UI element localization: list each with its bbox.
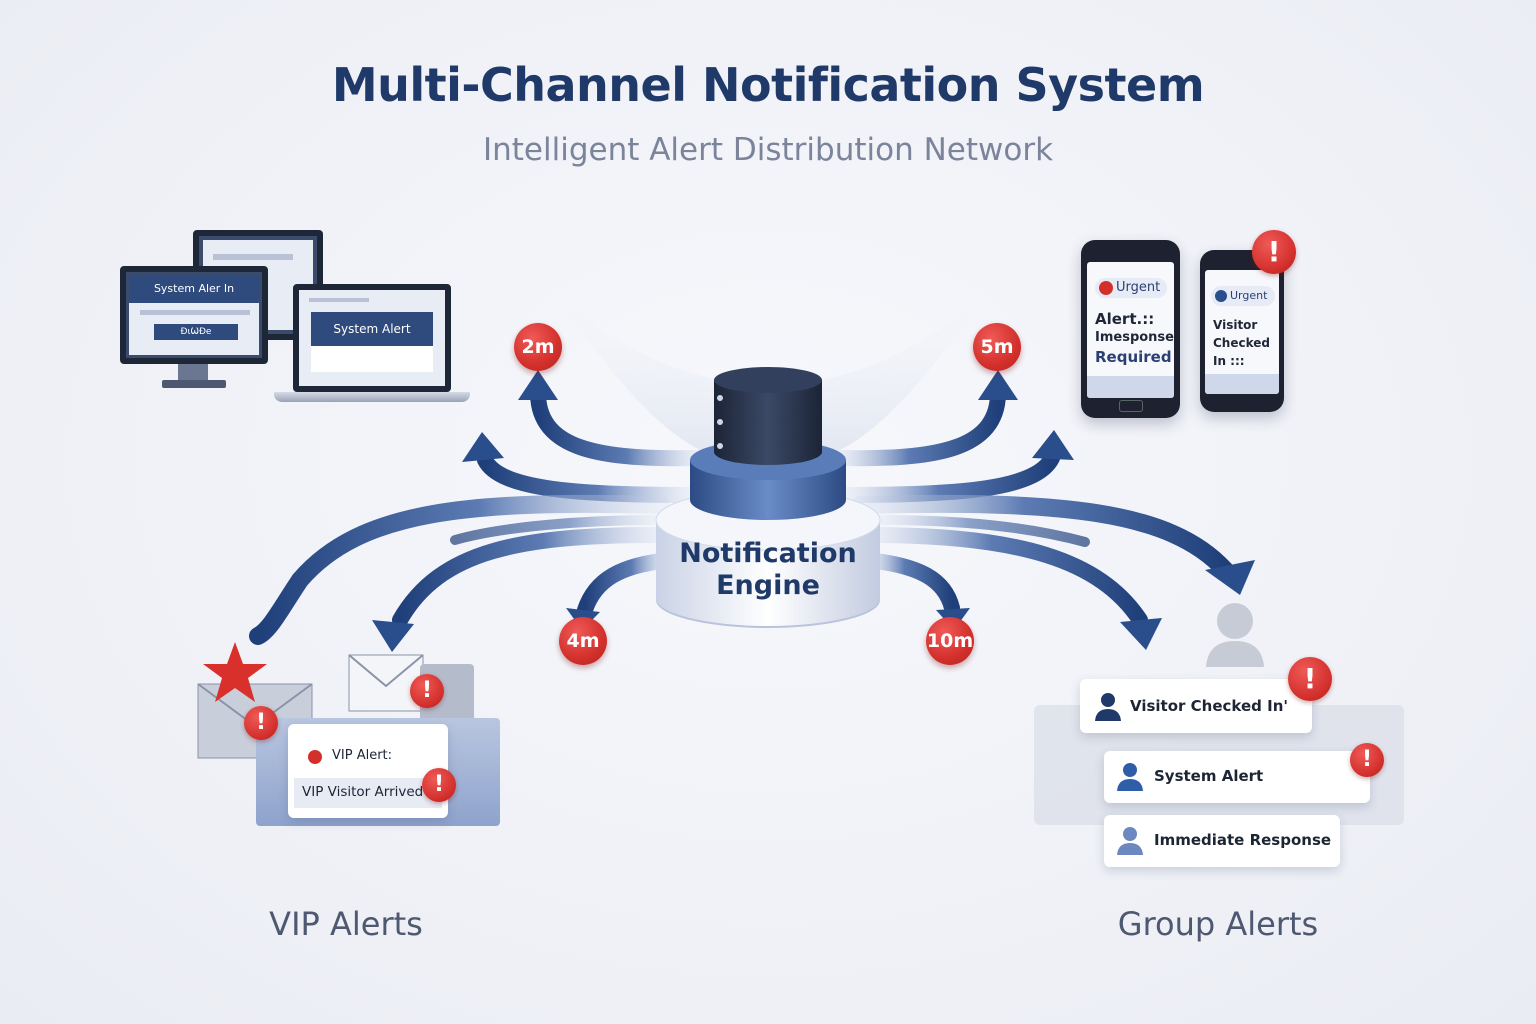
vip-mail-alert-icon: ! [410,674,444,708]
phone1-urgent-pill: Urgent [1095,278,1167,298]
phone2-line1: Visitor [1213,318,1258,332]
group-alerts-label: Group Alerts [1117,905,1319,943]
vip-envelope-alert-icon: ! [244,706,278,740]
laptop-title-bar: System Alert [311,312,433,346]
group-card2-text: System Alert [1154,767,1264,785]
badge-2m: 2m [514,323,562,371]
monitor-title-bar: System Aler In [129,275,259,303]
diagram-subtitle: Intelligent Alert Distribution Network [482,132,1054,168]
group-card-visitor: Visitor Checked In' [1080,679,1312,733]
arrow-to-desktop [462,432,698,503]
person-icon [1117,827,1143,855]
vip-card-alert-icon: ! [422,768,456,802]
phone-visitor-checked: Urgent Visitor Checked In ::: [1200,250,1284,412]
laptop-base [274,392,470,402]
badge-4m: 4m [559,617,607,665]
phone1-line2: Imesponse [1095,330,1174,345]
phone-urgent-alert: Urgent Alert.:: Imesponse Required [1081,240,1180,418]
arrow-right-extra [871,515,1090,547]
front-monitor: System Aler In ĐιѠĐе [120,266,268,364]
engine-label: Notification Engine [648,538,888,602]
group-card-immediate-response: Immediate Response [1104,815,1340,867]
mobile-alert-icon: ! [1252,230,1296,274]
diagram-title: Multi-Channel Notification System [331,58,1205,112]
arrow-to-group-user [851,494,1255,595]
phone2-line2: Checked [1213,336,1270,350]
vip-alert-card: VIP Alert: VIP Visitor Arrived [288,724,448,818]
home-button-icon [1119,400,1143,412]
vip-status-dot [308,750,322,764]
group-card1-alert-icon: ! [1288,657,1332,701]
arrow-to-mobile-top [828,370,1018,467]
group-card-system-alert: System Alert [1104,751,1370,803]
vip-card-title: VIP Alert: [332,748,393,763]
group-card2-alert-icon: ! [1350,743,1384,777]
arrow-to-vip-star [249,494,669,645]
phone2-urgent-pill: Urgent [1211,286,1275,306]
phone2-line3: In ::: [1213,354,1245,368]
monitor-button[interactable]: ĐιѠĐе [154,324,238,340]
engine-label-line2: Engine [716,570,820,601]
arrow-to-desktop-top [518,370,708,467]
laptop-screen: System Alert [293,284,451,392]
vip-alerts-cluster: VIP Alert: VIP Visitor Arrived ! ! ! [190,640,510,840]
desktop-channel: System Aler In ĐιѠĐе System Alert [118,228,473,408]
phone1-line3: Required [1095,348,1172,366]
phone1-line1: Alert.:: [1095,310,1155,328]
arrow-to-vip-mail [372,527,668,652]
phone1-pill-text: Urgent [1116,280,1161,295]
engine-label-line1: Notification [679,538,857,569]
vip-alerts-label: VIP Alerts [269,905,423,943]
arrow-to-group-cards [862,527,1162,650]
badge-5m: 5m [973,323,1021,371]
server-stack-icon [714,367,822,465]
arrow-to-mobile [838,430,1074,503]
group-card3-text: Immediate Response [1154,831,1332,849]
monitor-stand [178,364,208,382]
person-icon [1117,763,1143,791]
phone2-pill-text: Urgent [1230,289,1268,302]
star-icon [203,642,267,702]
arrow-left-extra [450,515,665,545]
urgent-check-icon [1099,281,1113,295]
badge-10m: 10m [926,617,974,665]
group-alerts-cluster: Visitor Checked In' System Alert Immedia… [1030,595,1410,875]
user-avatar-icon [1206,603,1264,667]
vip-card-body: VIP Visitor Arrived [302,784,424,800]
group-card1-text: Visitor Checked In' [1130,697,1288,715]
person-icon [1095,693,1121,721]
urgent-check-icon [1215,290,1227,302]
